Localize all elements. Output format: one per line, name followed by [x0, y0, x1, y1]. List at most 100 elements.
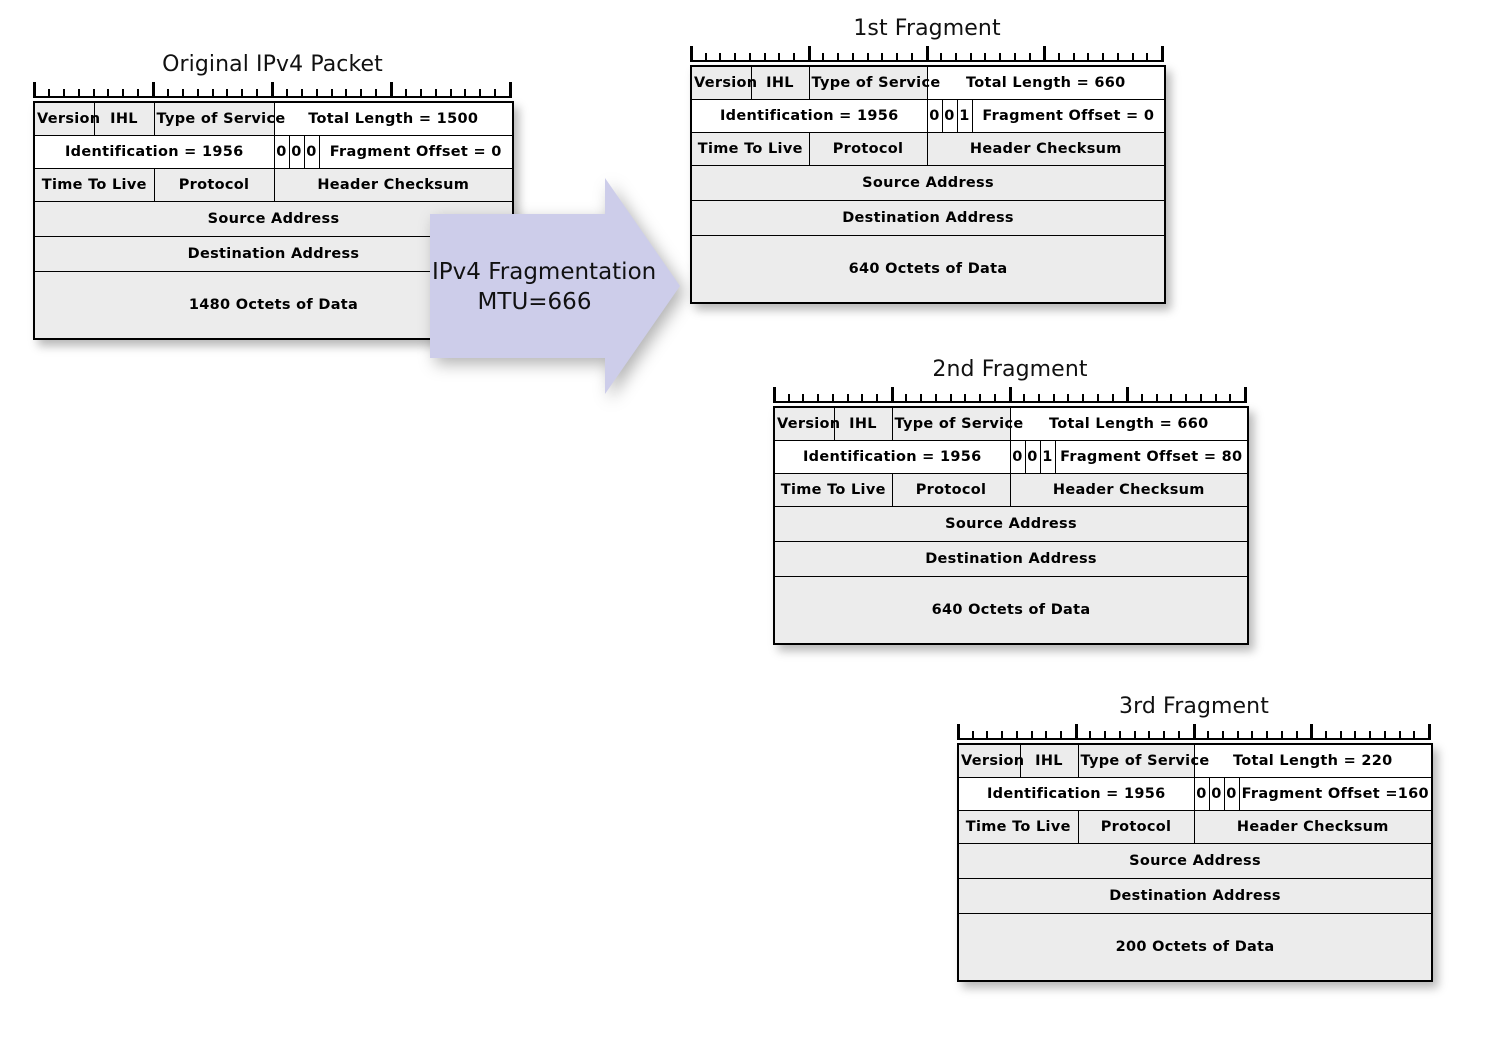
ruler-tick-minor — [1082, 394, 1085, 403]
ruler-tick-minor — [479, 89, 482, 98]
ruler-tick-minor — [1023, 394, 1026, 403]
ruler-tick-minor — [1052, 394, 1055, 403]
ruler-tick-minor — [1383, 731, 1386, 740]
ruler-tick-minor — [954, 53, 957, 62]
ruler-tick-minor — [360, 89, 363, 98]
ruler-tick-major — [1161, 46, 1164, 62]
field-flag-dont-fragment: 0 — [1208, 777, 1225, 811]
table-row-destination-address: Destination Address — [690, 200, 1166, 236]
ruler-tick-minor — [986, 731, 989, 740]
ruler-tick-minor — [1102, 53, 1105, 62]
ruler-tick-minor — [1140, 394, 1143, 403]
ruler-tick-minor — [226, 89, 229, 98]
ruler-tick-minor — [1131, 53, 1134, 62]
field-ihl: IHL — [93, 101, 155, 136]
ruler-tick-minor — [107, 89, 110, 98]
ruler-tick-minor — [1221, 731, 1224, 740]
field-flag-reserved: 0 — [926, 99, 943, 133]
ruler-tick-minor — [137, 89, 140, 98]
field-fragment-offset: Fragment Offset =160 — [1238, 777, 1433, 811]
ruler-tick-minor — [896, 53, 899, 62]
ruler-tick-minor — [734, 53, 737, 62]
ruler-tick-major — [271, 82, 274, 98]
ruler-tick-minor — [979, 394, 982, 403]
bit-ruler-fragment-2 — [773, 387, 1247, 403]
ruler-tick-minor — [300, 89, 303, 98]
field-version: Version — [773, 406, 840, 441]
ruler-tick-minor — [1207, 731, 1210, 740]
table-row-source-address: Source Address — [773, 506, 1249, 542]
ruler-tick-minor — [817, 394, 820, 403]
field-flag-more-fragments: 0 — [1223, 777, 1240, 811]
bit-ruler-original — [33, 82, 512, 98]
field-identification: Identification = 1956 — [957, 777, 1195, 811]
ruler-tick-minor — [256, 89, 259, 98]
ruler-tick-minor — [47, 89, 50, 98]
ruler-tick-minor — [1214, 394, 1217, 403]
ruler-tick-minor — [787, 394, 790, 403]
arrow-label-line-2: MTU=666 — [477, 289, 592, 315]
field-protocol: Protocol — [153, 168, 275, 202]
table-row-destination-address: Destination Address — [773, 541, 1249, 577]
ruler-tick-minor — [1028, 53, 1031, 62]
field-header-checksum: Header Checksum — [926, 132, 1166, 166]
field-flag-dont-fragment: 0 — [1024, 440, 1041, 474]
field-source-address: Source Address — [957, 843, 1433, 879]
packet-fragment-3: 3rd Fragment Version IHL Type of Service… — [957, 694, 1434, 982]
ruler-tick-minor — [1280, 731, 1283, 740]
field-version: Version — [33, 101, 100, 136]
ruler-tick-minor — [1295, 731, 1298, 740]
bit-ruler-fragment-3 — [957, 724, 1431, 740]
ruler-tick-minor — [1155, 394, 1158, 403]
ruler-tick-minor — [876, 394, 879, 403]
ruler-tick-minor — [1398, 731, 1401, 740]
ruler-tick-major — [957, 724, 960, 740]
ruler-tick-minor — [969, 53, 972, 62]
field-type-of-service: Type of Service — [153, 101, 285, 136]
ruler-tick-minor — [940, 53, 943, 62]
field-time-to-live: Time To Live — [773, 473, 893, 507]
ruler-tick-minor — [1199, 394, 1202, 403]
ruler-tick-minor — [1087, 53, 1090, 62]
header-table-fragment-2: Version IHL Type of Service Total Length… — [773, 406, 1250, 645]
table-row-payload: 640 Octets of Data — [773, 576, 1249, 645]
ruler-tick-minor — [1185, 394, 1188, 403]
field-total-length: Total Length = 660 — [1009, 406, 1249, 441]
field-ihl: IHL — [750, 65, 810, 100]
ruler-tick-minor — [434, 89, 437, 98]
table-row-ttl: Time To Live Protocol Header Checksum — [690, 132, 1166, 166]
table-row-identification: Identification = 1956 0 0 1 Fragment Off… — [690, 99, 1166, 133]
table-row-ttl: Time To Live Protocol Header Checksum — [773, 473, 1249, 507]
fragmentation-arrow — [430, 178, 680, 394]
field-flag-reserved: 0 — [273, 135, 290, 169]
ruler-tick-minor — [905, 394, 908, 403]
ruler-tick-minor — [763, 53, 766, 62]
ruler-tick-major — [690, 46, 693, 62]
ruler-tick-minor — [181, 89, 184, 98]
ruler-tick-minor — [910, 53, 913, 62]
ruler-tick-minor — [704, 53, 707, 62]
field-flag-dont-fragment: 0 — [941, 99, 958, 133]
field-ihl: IHL — [833, 406, 893, 441]
field-flag-dont-fragment: 0 — [288, 135, 305, 169]
ruler-tick-minor — [1148, 731, 1151, 740]
field-type-of-service: Type of Service — [891, 406, 1023, 441]
table-row-identification: Identification = 1956 0 0 0 Fragment Off… — [33, 135, 514, 169]
ruler-tick-major — [1192, 724, 1196, 740]
field-fragment-offset: Fragment Offset = 80 — [1054, 440, 1249, 474]
ruler-tick-minor — [1104, 731, 1107, 740]
arrow-label-line-1: IPv4 Fragmentation — [432, 259, 657, 285]
ruler-tick-minor — [285, 89, 288, 98]
packet-original: Original IPv4 Packet Version IHL Type of… — [33, 52, 514, 340]
ruler-tick-minor — [1116, 53, 1119, 62]
header-table-original: Version IHL Type of Service Total Length… — [33, 101, 514, 340]
field-total-length: Total Length = 660 — [926, 65, 1166, 100]
table-row-ttl: Time To Live Protocol Header Checksum — [957, 810, 1433, 844]
ruler-tick-major — [807, 46, 811, 62]
ruler-tick-minor — [375, 89, 378, 98]
ruler-tick-minor — [1339, 731, 1342, 740]
ruler-tick-minor — [330, 89, 333, 98]
ruler-tick-minor — [1163, 731, 1166, 740]
ruler-tick-minor — [1096, 394, 1099, 403]
table-row-source-address: Source Address — [690, 165, 1166, 201]
